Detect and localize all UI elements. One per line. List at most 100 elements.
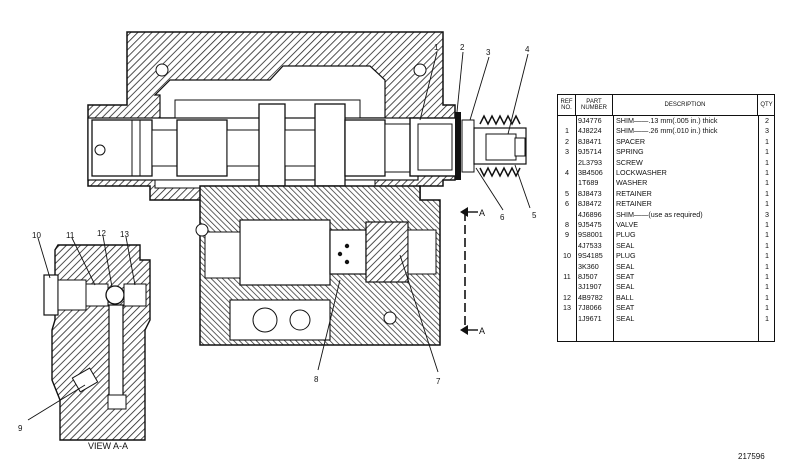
cell-part-number: 4B9782 bbox=[578, 292, 603, 302]
cell-quantity: 1 bbox=[765, 157, 769, 167]
callout-7: 7 bbox=[436, 377, 441, 386]
cell-part-number: 3B4506 bbox=[578, 168, 603, 177]
callout-8: 8 bbox=[314, 375, 319, 384]
cell-part-number: 1T689 bbox=[578, 178, 599, 188]
cell-quantity: 1 bbox=[765, 199, 769, 209]
cell-description: SPRING bbox=[616, 147, 644, 157]
cell-description: SHIM——.13 mm(.005 in.) thick bbox=[616, 116, 718, 125]
cell-description: SEAL bbox=[616, 240, 635, 250]
cell-ref-no: 3 bbox=[565, 147, 569, 157]
parts-list-table: REF NO. PART NUMBER DESCRIPTION QTY 9J47… bbox=[557, 94, 775, 342]
cell-part-number: 2L3793 bbox=[578, 157, 602, 167]
callout-1: 1 bbox=[434, 43, 439, 52]
cell-quantity: 1 bbox=[765, 240, 769, 250]
cell-part-number: 9S8001 bbox=[578, 230, 603, 240]
header-description: DESCRIPTION bbox=[613, 95, 758, 115]
cell-part-number: 9J5714 bbox=[578, 147, 602, 157]
cell-description: SEAL bbox=[616, 261, 635, 271]
cell-part-number: 7J8066 bbox=[578, 303, 602, 313]
table-row: 2 8J8471 SPACER 1 bbox=[558, 137, 774, 147]
table-row: 6 8J8472 RETAINER 1 bbox=[558, 199, 774, 209]
table-row: 11 8J507 SEAT 1 bbox=[558, 272, 774, 282]
cell-ref-no: 1 bbox=[565, 126, 569, 136]
cell-ref-no: 8 bbox=[565, 220, 569, 229]
cell-quantity: 1 bbox=[765, 178, 769, 188]
cell-description: WASHER bbox=[616, 178, 648, 188]
cell-quantity: 1 bbox=[765, 272, 769, 281]
table-row: 5 8J8473 RETAINER 1 bbox=[558, 189, 774, 199]
header-ref-no: REF NO. bbox=[558, 95, 576, 115]
cell-part-number: 8J8472 bbox=[578, 199, 602, 209]
cell-part-number: 3K360 bbox=[578, 261, 599, 271]
valve-spool bbox=[91, 103, 416, 187]
callout-9: 9 bbox=[18, 424, 23, 433]
col-divider bbox=[613, 115, 614, 341]
section-arrow-a: A A bbox=[460, 207, 485, 336]
callout-13: 13 bbox=[120, 230, 129, 239]
cell-description: RETAINER bbox=[616, 199, 652, 209]
table-row: 3K360 SEAL 1 bbox=[558, 262, 774, 272]
table-row: 10 9S4185 PLUG 1 bbox=[558, 251, 774, 261]
cell-description: LOCKWASHER bbox=[616, 168, 667, 177]
cell-quantity: 1 bbox=[765, 168, 769, 177]
cell-part-number: 4J6896 bbox=[578, 209, 602, 219]
cell-part-number: 1J9671 bbox=[578, 313, 602, 323]
view-a-a-inset bbox=[43, 244, 151, 441]
cell-quantity: 1 bbox=[765, 251, 769, 261]
cell-part-number: 8J507 bbox=[578, 272, 598, 281]
cell-description: RETAINER bbox=[616, 188, 652, 198]
cell-description: PLUG bbox=[616, 251, 636, 261]
table-row: 9J4776 SHIM——.13 mm(.005 in.) thick 2 bbox=[558, 116, 774, 126]
table-row: 1T689 WASHER 1 bbox=[558, 178, 774, 188]
cell-ref-no: 10 bbox=[563, 251, 571, 261]
cell-quantity: 2 bbox=[765, 116, 769, 125]
callout-11: 11 bbox=[66, 231, 75, 240]
cell-part-number: 3J1907 bbox=[578, 282, 602, 292]
callout-12: 12 bbox=[97, 229, 106, 238]
cell-quantity: 1 bbox=[765, 261, 769, 271]
callout-5: 5 bbox=[532, 211, 537, 220]
callout-3: 3 bbox=[486, 48, 491, 57]
cell-description: SEAL bbox=[616, 282, 635, 292]
cell-description: SEAT bbox=[616, 303, 635, 313]
cell-description: SPACER bbox=[616, 136, 646, 146]
header-qty: QTY bbox=[760, 102, 773, 108]
cell-quantity: 3 bbox=[765, 209, 769, 219]
cell-ref-no: 6 bbox=[565, 199, 569, 209]
col-divider bbox=[576, 115, 577, 341]
cell-ref-no: 12 bbox=[563, 292, 571, 302]
cell-quantity: 1 bbox=[765, 136, 769, 146]
callout-6: 6 bbox=[500, 213, 505, 222]
cell-quantity: 1 bbox=[765, 188, 769, 198]
cell-ref-no: 11 bbox=[563, 272, 571, 281]
callout-10: 10 bbox=[32, 231, 41, 240]
cell-ref-no: 9 bbox=[565, 230, 569, 240]
cell-description: SEAT bbox=[616, 272, 635, 281]
cell-description: SHIM——(use as required) bbox=[616, 209, 703, 219]
cell-description: SCREW bbox=[616, 157, 643, 167]
cell-ref-no: 5 bbox=[565, 188, 569, 198]
cell-quantity: 1 bbox=[765, 220, 769, 229]
cell-part-number: 9S4185 bbox=[578, 251, 603, 261]
cell-quantity: 1 bbox=[765, 313, 769, 323]
table-row: 2L3793 SCREW 1 bbox=[558, 158, 774, 168]
cell-part-number: 8J8471 bbox=[578, 136, 602, 146]
col-divider bbox=[758, 115, 759, 341]
callout-4: 4 bbox=[525, 45, 530, 54]
spring-assembly bbox=[409, 112, 527, 180]
valve-body-lower bbox=[94, 63, 441, 346]
cell-quantity: 3 bbox=[765, 126, 769, 136]
cell-quantity: 1 bbox=[765, 230, 769, 240]
cell-ref-no: 2 bbox=[565, 136, 569, 146]
cell-part-number: 9J4776 bbox=[578, 116, 602, 125]
cell-part-number: 8J8473 bbox=[578, 188, 602, 198]
